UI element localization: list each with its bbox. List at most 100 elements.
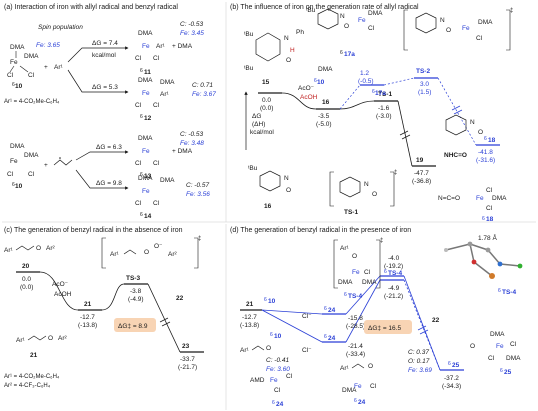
svg-text:N: N (440, 17, 445, 24)
svg-text:(ΔH): (ΔH) (252, 121, 265, 128)
svg-text:N: N (284, 175, 289, 182)
svg-text:17a: 17a (344, 51, 355, 58)
svg-text:6: 6 (482, 216, 485, 222)
svg-text:21: 21 (30, 352, 38, 359)
svg-text:O⁻: O⁻ (154, 243, 163, 250)
svg-text:Ar¹: Ar¹ (240, 347, 250, 354)
svg-text:‡: ‡ (380, 238, 383, 244)
d-barrier: ΔG‡ = 16.5 (368, 325, 401, 332)
svg-text:Ar²: Ar² (58, 335, 68, 342)
svg-text:Fe: Fe (270, 377, 278, 384)
panel-a: (a) Interaction of iron with allyl radic… (4, 4, 216, 220)
structure-ts1: NO TS-1 ‡ (329, 170, 397, 216)
svg-text:TS-1: TS-1 (378, 91, 392, 98)
structure-24-right: Ar¹ O Fe DMA Cl 6 24 (340, 363, 377, 406)
svg-text:‡: ‡ (198, 236, 201, 242)
panel-c-title: (c) The generation of benzyl radical in … (4, 227, 183, 234)
b-19-g: -47.7 (414, 170, 429, 177)
svg-text:17a: 17a (375, 90, 386, 97)
svg-text:O: O (48, 335, 53, 342)
svg-text:O: O (446, 27, 451, 34)
svg-text:Fe: Fe (476, 195, 484, 202)
svg-text:(-31.6): (-31.6) (476, 157, 495, 164)
svg-text:DMA: DMA (10, 143, 25, 150)
svg-text:C: -0.57: C: -0.57 (186, 182, 210, 189)
svg-text:DMA: DMA (24, 53, 39, 60)
svg-text:25: 25 (504, 369, 512, 376)
dg-row1: ΔG = 7.4 (92, 40, 118, 47)
d-25-g: -37.2 (444, 375, 459, 382)
svg-text:Cl: Cl (28, 72, 35, 79)
svg-text:16: 16 (264, 203, 272, 210)
svg-text:DMA: DMA (138, 77, 153, 84)
svg-text:TS-2: TS-2 (416, 68, 430, 75)
svg-text:DMA: DMA (318, 66, 333, 73)
svg-text:14: 14 (144, 213, 152, 220)
svg-text:Cl⁻: Cl⁻ (302, 347, 312, 354)
svg-text:‡: ‡ (510, 8, 513, 14)
svg-text:ᵗBu: ᵗBu (244, 65, 254, 72)
c-21-g: -12.7 (80, 314, 95, 321)
c-ts3-g: -3.8 (130, 288, 142, 295)
svg-text:N=C=O: N=C=O (438, 195, 460, 202)
svg-text:6: 6 (500, 368, 503, 374)
svg-text:Fe: Fe (142, 90, 150, 97)
svg-text:O: O (286, 187, 291, 194)
svg-text:Ar¹: Ar¹ (340, 365, 350, 372)
svg-text:NHC=O: NHC=O (444, 152, 467, 159)
svg-text:N: N (364, 181, 369, 188)
svg-text:Fe: 3.56: Fe: 3.56 (186, 191, 210, 198)
svg-text:21: 21 (84, 301, 92, 308)
svg-text:Cl: Cl (364, 269, 371, 276)
d-ts4-g: -4.0 (388, 255, 400, 262)
svg-text:19: 19 (416, 157, 424, 164)
svg-text:Cl: Cl (488, 355, 495, 362)
svg-text:6: 6 (354, 398, 357, 404)
svg-text:Cl: Cl (135, 200, 142, 207)
svg-text:6: 6 (344, 292, 347, 298)
svg-text:23: 23 (182, 343, 190, 350)
svg-text:20: 20 (22, 263, 30, 270)
d-ts4b-g: -4.9 (388, 285, 400, 292)
svg-text:Fe: 3.67: Fe: 3.67 (192, 91, 216, 98)
svg-text:Cl: Cl (486, 187, 493, 194)
svg-text:Cl: Cl (286, 373, 293, 380)
svg-text:+ DMA: + DMA (172, 148, 193, 155)
svg-text:Fe: Fe (462, 25, 470, 32)
spin-population-label: Spin population (38, 24, 83, 31)
ar1-definition-a: Ar¹ = 4-CO₂Me-C₆H₄ (4, 99, 60, 105)
svg-text:6: 6 (270, 332, 273, 338)
svg-text:18: 18 (488, 137, 496, 144)
svg-text:10: 10 (15, 83, 23, 90)
svg-text:12: 12 (144, 115, 152, 122)
svg-text:(0.0): (0.0) (20, 284, 33, 291)
svg-text:O: O (470, 343, 475, 350)
svg-text:Cl: Cl (153, 200, 160, 207)
svg-text:DMA: DMA (160, 177, 175, 184)
svg-text:ᵗBu: ᵗBu (248, 165, 258, 172)
panel-a-title: (a) Interaction of iron with allyl radic… (4, 4, 178, 11)
svg-text:Cl: Cl (370, 383, 377, 390)
svg-text:O: O (352, 253, 357, 260)
svg-text:(-21.2): (-21.2) (384, 293, 403, 300)
svg-text:16: 16 (322, 99, 330, 106)
svg-text:Cl: Cl (7, 72, 14, 79)
svg-text:Cl: Cl (153, 102, 160, 109)
svg-text:25: 25 (452, 362, 460, 369)
svg-text:O: O (286, 57, 291, 64)
svg-text:DMA: DMA (10, 44, 25, 51)
svg-text:ᵗBu: ᵗBu (306, 7, 316, 14)
svg-text:ΔG: ΔG (252, 113, 261, 120)
svg-text:13: 13 (144, 173, 152, 180)
svg-text:DMA: DMA (160, 79, 175, 86)
svg-text:6: 6 (140, 212, 143, 218)
svg-text:24: 24 (328, 307, 336, 314)
